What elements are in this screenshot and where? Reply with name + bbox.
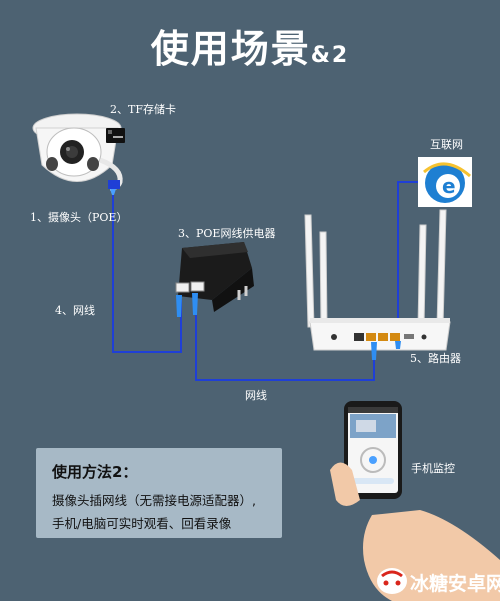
- camera-icon: [32, 113, 123, 195]
- watermark-text: 冰糖安卓网: [410, 573, 500, 595]
- label-phone: 手机监控: [411, 462, 455, 475]
- label-cable-2: 网线: [245, 389, 267, 402]
- cable-camera-to-poe: [112, 190, 182, 353]
- usage-info-line-1: 摄像头插网线（无需接电源适配器）,: [52, 493, 256, 508]
- label-tf-card: 2、TF存储卡: [110, 103, 176, 116]
- cable-poe-to-router: [195, 300, 375, 381]
- watermark-logo: [377, 568, 407, 594]
- usage-info-box: 使用方法2： 摄像头插网线（无需接电源适配器）, 手机/电脑可实时观看、回看录像: [36, 448, 282, 538]
- poe-injector-icon: [175, 242, 254, 317]
- cable-router-to-internet: [397, 181, 418, 338]
- label-internet: 互联网: [430, 138, 463, 151]
- tf-card-icon: [106, 128, 125, 143]
- svg-text:e: e: [442, 174, 456, 198]
- internet-icon: e: [418, 157, 472, 207]
- label-cable-1: 4、网线: [55, 304, 95, 317]
- label-router: 5、路由器: [410, 352, 461, 365]
- usage-info-line-2: 手机/电脑可实时观看、回看录像: [52, 516, 232, 531]
- label-poe-supply: 3、POE网线供电器: [178, 227, 276, 240]
- title-suffix: &2: [310, 43, 350, 68]
- usage-info-title: 使用方法2：: [52, 463, 138, 481]
- title-main: 使用场景: [150, 27, 311, 71]
- page-title: 使用场景&2: [0, 18, 500, 73]
- cable-lines: [112, 181, 418, 381]
- router-icon: [304, 209, 451, 360]
- label-camera: 1、摄像头（POE）: [30, 211, 128, 224]
